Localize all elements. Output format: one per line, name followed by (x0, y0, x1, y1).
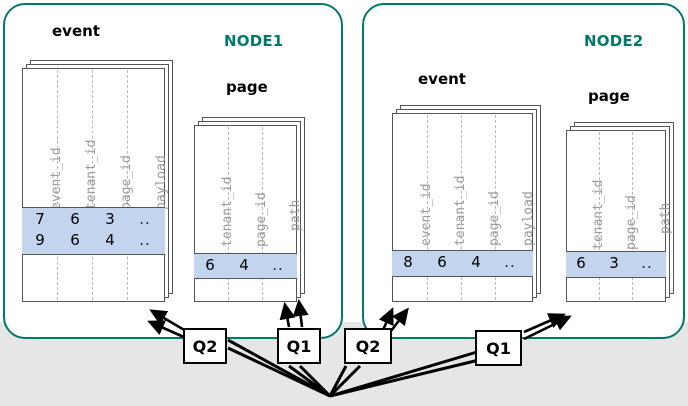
cell-r0c0: 6 (576, 254, 586, 272)
cell-r0c0: 7 (35, 210, 45, 228)
cell-r0c2: .. (272, 256, 284, 274)
trunk-q1a-2 (298, 364, 332, 398)
trunk-q2a-2 (227, 346, 331, 398)
cell-r0c2: 3 (105, 210, 115, 228)
cell-r0c0: 6 (205, 256, 215, 274)
cell-r0c3: .. (139, 210, 151, 228)
cell-r0c3: .. (504, 253, 516, 271)
cell-r0c0: 8 (403, 253, 413, 271)
arrow-q2a-1 (149, 309, 187, 333)
arrow-q1b-2 (523, 315, 572, 341)
cell-r0c2: 4 (471, 253, 481, 271)
arrow-q1a-2 (292, 298, 309, 328)
node-label-node1: NODE1 (224, 32, 284, 50)
table-node2-page: tenant_id page_id path 6 3 .. (566, 122, 674, 302)
cell-r0c1: 6 (437, 253, 447, 271)
cell-r1c0: 9 (35, 231, 45, 249)
query-box-q2-node2[interactable]: Q2 (344, 328, 392, 364)
table-title-node1-page: page (226, 78, 268, 96)
table-sheet-front (22, 68, 165, 302)
table-node1-page: tenant_id page_id path 6 4 .. (194, 117, 305, 302)
query-box-q1-node2[interactable]: Q1 (475, 330, 522, 366)
highlighted-rows (566, 251, 666, 278)
node-label-node2: NODE2 (584, 32, 644, 50)
table-title-node1-event: event (52, 22, 100, 40)
table-node1-event: event_id tenant_id page_id payload 7 6 3… (22, 60, 173, 302)
cell-r0c1: 3 (609, 254, 619, 272)
highlighted-rows (22, 207, 165, 255)
cell-r0c1: 6 (70, 210, 80, 228)
trunk-q2b-2 (328, 364, 362, 398)
arrow-q1a-1 (279, 301, 296, 328)
table-node2-event: event_id tenant_id page_id payload 8 6 4… (392, 105, 541, 302)
highlighted-rows (392, 250, 533, 277)
trunk-q1b-2 (329, 358, 480, 398)
cell-r0c1: 4 (239, 256, 249, 274)
cell-r1c2: 4 (105, 231, 115, 249)
cell-r1c1: 6 (70, 231, 80, 249)
arrow-q2b-1 (378, 307, 394, 331)
query-box-q2-node1[interactable]: Q2 (183, 328, 227, 364)
arrow-q2b-2 (389, 307, 409, 332)
table-title-node2-event: event (418, 70, 466, 88)
query-box-q1-node1[interactable]: Q1 (277, 328, 321, 364)
cell-r0c2: .. (641, 254, 653, 272)
highlighted-rows (194, 253, 297, 279)
cell-r1c3: .. (139, 231, 151, 249)
arrow-q2a-2 (147, 320, 187, 340)
table-title-node2-page: page (588, 87, 630, 105)
trunk-q2b-1 (328, 365, 348, 397)
